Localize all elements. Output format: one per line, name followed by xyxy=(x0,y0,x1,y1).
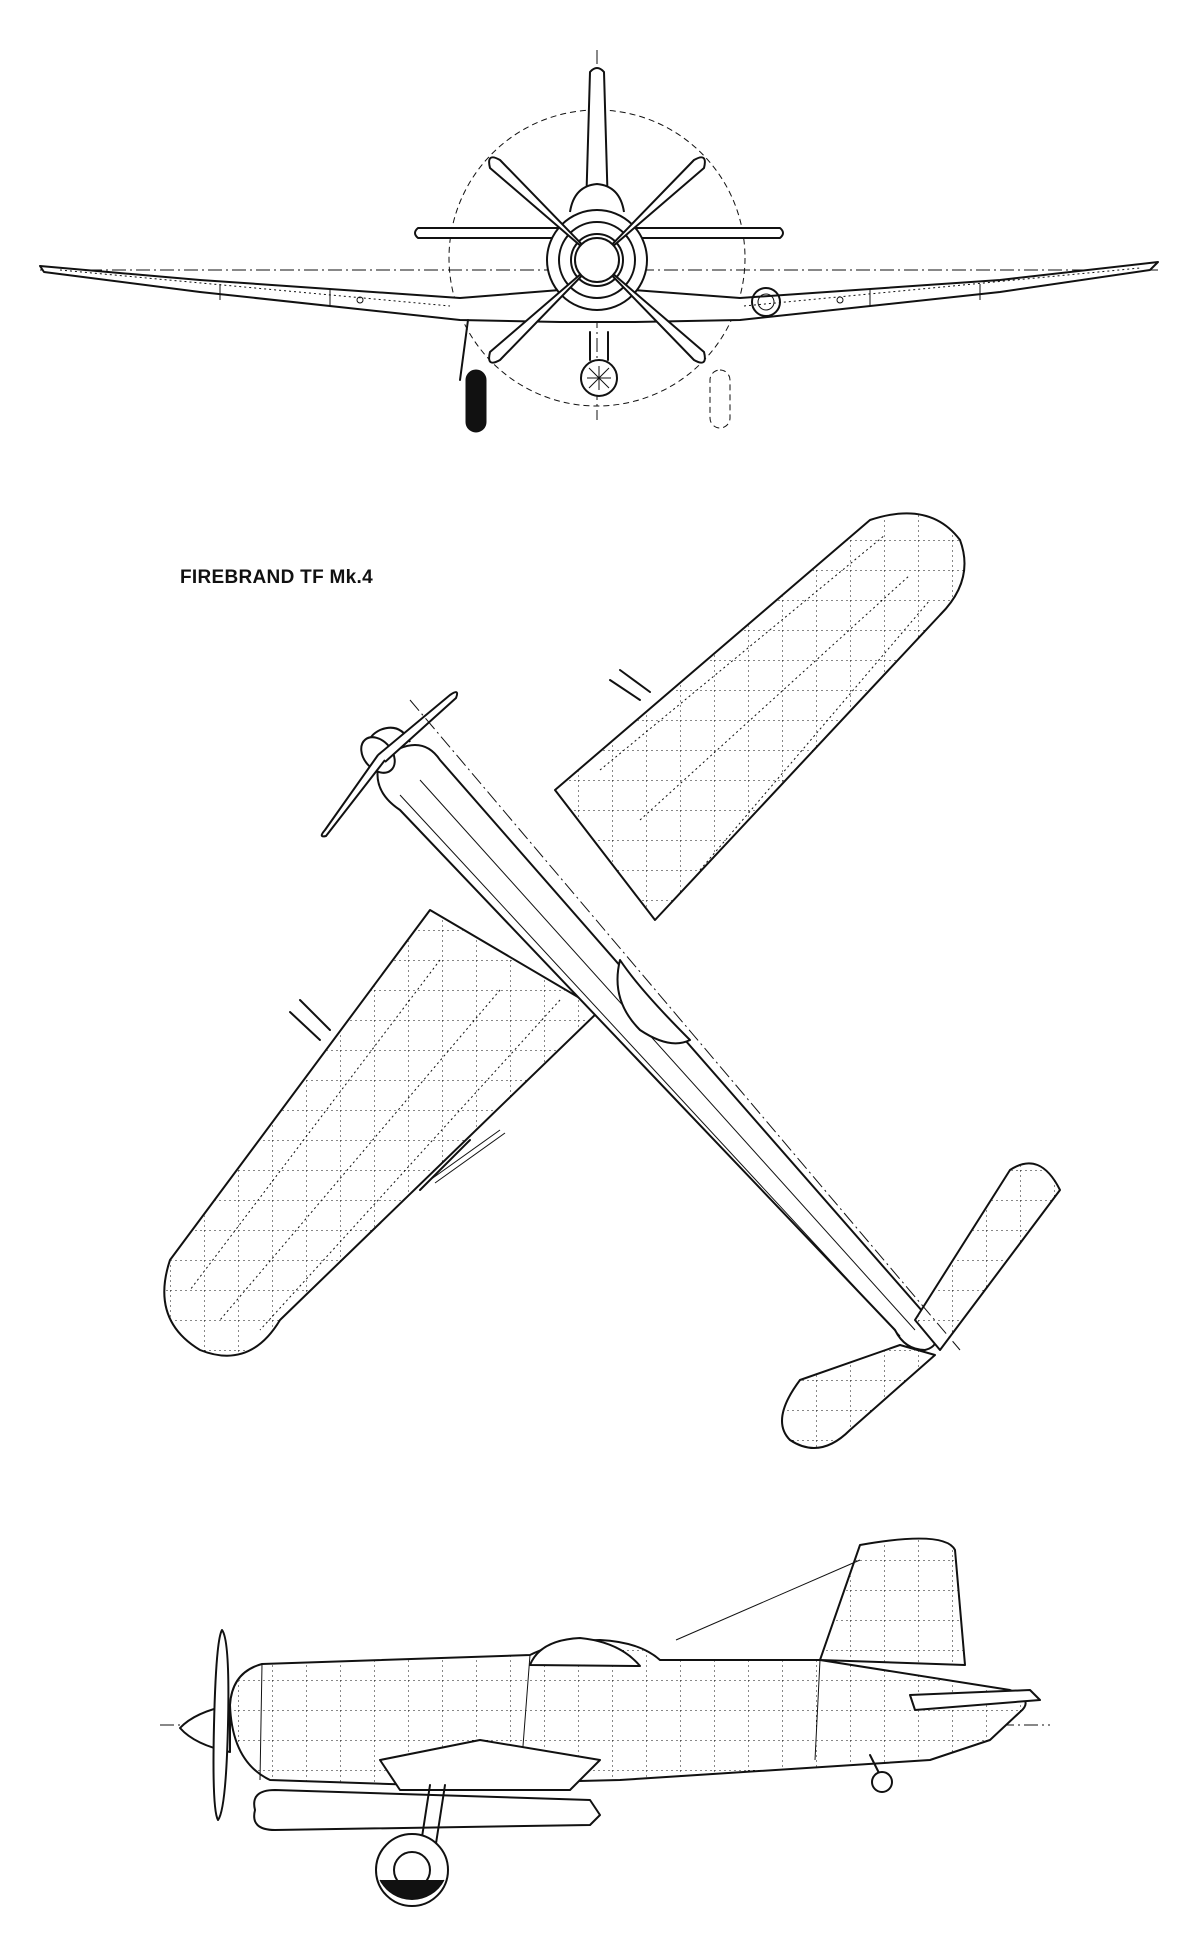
side-wing xyxy=(379,1739,601,1791)
side-propeller xyxy=(212,1629,230,1821)
retracted-wheel-outline xyxy=(709,369,731,429)
plan-view xyxy=(163,512,1061,1449)
side-view xyxy=(160,1537,1050,1907)
wing-roundel xyxy=(751,287,781,317)
front-canopy xyxy=(569,183,625,213)
side-tailplane xyxy=(909,1689,1041,1711)
main-wheel xyxy=(465,369,487,433)
drawing-title: FIREBRAND TF Mk.4 xyxy=(180,567,373,588)
tail-wheel xyxy=(871,1771,893,1793)
front-view xyxy=(39,50,1160,433)
side-canopy xyxy=(529,1637,641,1667)
plan-canopy xyxy=(616,959,691,1045)
plan-propeller xyxy=(320,691,459,838)
propeller xyxy=(488,156,706,364)
